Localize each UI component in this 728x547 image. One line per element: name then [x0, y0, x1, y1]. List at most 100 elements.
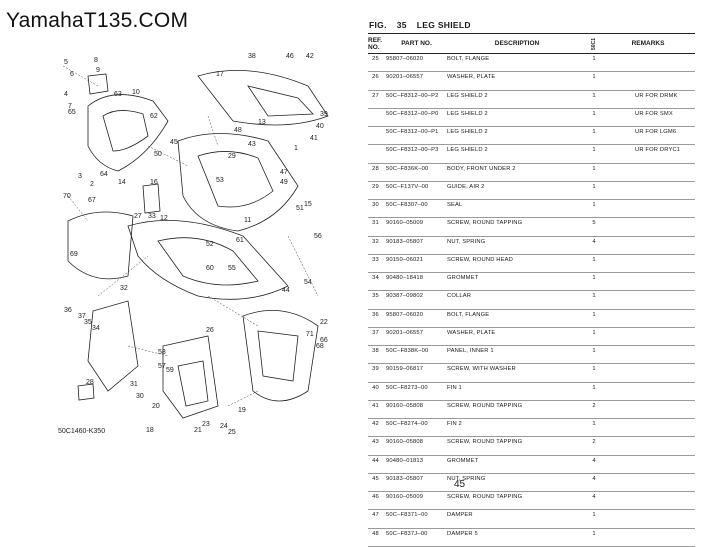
callout-number: 42	[306, 53, 314, 60]
callout-number: 69	[70, 251, 78, 258]
callout-number: 51	[296, 205, 304, 212]
cell-description: FIN 2	[447, 418, 587, 438]
cell-description: WASHER, PLATE	[447, 327, 587, 347]
cell-ref-no	[368, 144, 383, 164]
cell-quantity: 2	[587, 436, 601, 456]
cell-quantity: 4	[587, 236, 601, 255]
callout-number: 17	[216, 71, 224, 78]
figure-label: FIG.	[369, 20, 387, 30]
callout-number: 38	[248, 53, 256, 60]
lower-bracket-part	[87, 300, 139, 392]
cell-ref-no: 36	[368, 309, 383, 328]
cell-ref-no: 43	[368, 436, 383, 456]
cell-description: SCREW, ROUND TAPPING	[447, 400, 587, 420]
cell-remarks	[601, 71, 695, 91]
cell-remarks	[601, 382, 695, 401]
cell-remarks	[601, 418, 695, 438]
cell-description: BOLT, FLANGE	[447, 309, 587, 328]
cell-part-no: 95807–06020	[383, 53, 447, 73]
cell-description: LEG SHIELD 2	[447, 90, 587, 109]
cell-ref-no: 26	[368, 71, 383, 91]
upper-panel-part	[197, 69, 329, 126]
cell-quantity: 2	[587, 400, 601, 420]
cell-ref-no: 27	[368, 90, 383, 109]
cell-ref-no: 44	[368, 455, 383, 474]
callout-number: 70	[63, 193, 71, 200]
parts-table: REF. NO. PART NO. DESCRIPTION 50C1 REMAR…	[368, 33, 695, 547]
cell-part-no: 50C–F8273–00	[383, 382, 447, 401]
cell-remarks	[601, 290, 695, 310]
cell-remarks	[601, 473, 695, 493]
callout-number: 55	[228, 265, 236, 272]
cell-ref-no: 39	[368, 363, 383, 383]
cell-ref-no: 25	[368, 53, 383, 73]
callout-number: 8	[94, 57, 98, 64]
cell-description: LEG SHIELD 2	[447, 144, 587, 164]
cell-remarks	[601, 400, 695, 420]
callout-number: 41	[310, 135, 318, 142]
callout-number: 43	[248, 141, 256, 148]
cell-remarks	[601, 363, 695, 383]
cell-remarks	[601, 199, 695, 219]
cell-description: NUT, SPRING	[447, 473, 587, 493]
leg-shield-part	[177, 133, 299, 232]
cell-description: DAMPER 5	[447, 528, 587, 547]
callout-number: 66	[320, 337, 328, 344]
cell-quantity: 1	[587, 345, 601, 365]
cell-remarks: UR FOR DRYC1	[601, 144, 695, 164]
header-description: DESCRIPTION	[447, 33, 587, 54]
callout-number: 53	[216, 177, 224, 184]
callout-number: 59	[166, 367, 174, 374]
header-remarks: REMARKS	[601, 33, 695, 54]
callout-number: 19	[238, 407, 246, 414]
under-cowl-part	[242, 310, 319, 402]
callout-number: 39	[320, 111, 328, 118]
cell-quantity: 1	[587, 382, 601, 401]
inner-panel-part	[127, 219, 289, 300]
cell-quantity: 1	[587, 327, 601, 347]
callout-number: 50	[154, 151, 162, 158]
cell-part-no: 50C–F8307–00	[383, 199, 447, 219]
callout-number: 16	[150, 179, 158, 186]
cell-description: WASHER, PLATE	[447, 71, 587, 91]
callout-number: 15	[304, 201, 312, 208]
cell-ref-no: 33	[368, 254, 383, 274]
cell-description: BODY, FRONT UNDER 2	[447, 163, 587, 182]
front-cowl-part	[87, 94, 169, 172]
cell-remarks	[601, 217, 695, 237]
header-part-no: PART NO.	[383, 33, 447, 54]
cell-part-no: 90160–05009	[383, 217, 447, 237]
callout-number: 47	[280, 169, 288, 176]
cell-description: SCREW, ROUND TAPPING	[447, 436, 587, 456]
cell-part-no: 90150–06021	[383, 254, 447, 274]
callout-number: 61	[236, 237, 244, 244]
cell-description: NUT, SPRING	[447, 236, 587, 255]
cell-quantity: 4	[587, 455, 601, 474]
callout-number: 4	[64, 91, 68, 98]
cell-description: GROMMET	[447, 272, 587, 292]
callout-number: 71	[306, 331, 314, 338]
callout-number: 37	[78, 313, 86, 320]
cell-quantity: 1	[587, 181, 601, 201]
callout-number: 56	[314, 233, 322, 240]
cell-remarks: UR FOR LGM6	[601, 126, 695, 146]
cell-remarks	[601, 509, 695, 529]
cell-description: GUIDE, AIR 2	[447, 181, 587, 201]
callout-number: 2	[90, 181, 94, 188]
cell-description: GROMMET	[447, 455, 587, 474]
cell-quantity: 1	[587, 163, 601, 182]
cell-part-no: 90480–01813	[383, 455, 447, 474]
cell-remarks	[601, 236, 695, 255]
cell-quantity: 1	[587, 363, 601, 383]
